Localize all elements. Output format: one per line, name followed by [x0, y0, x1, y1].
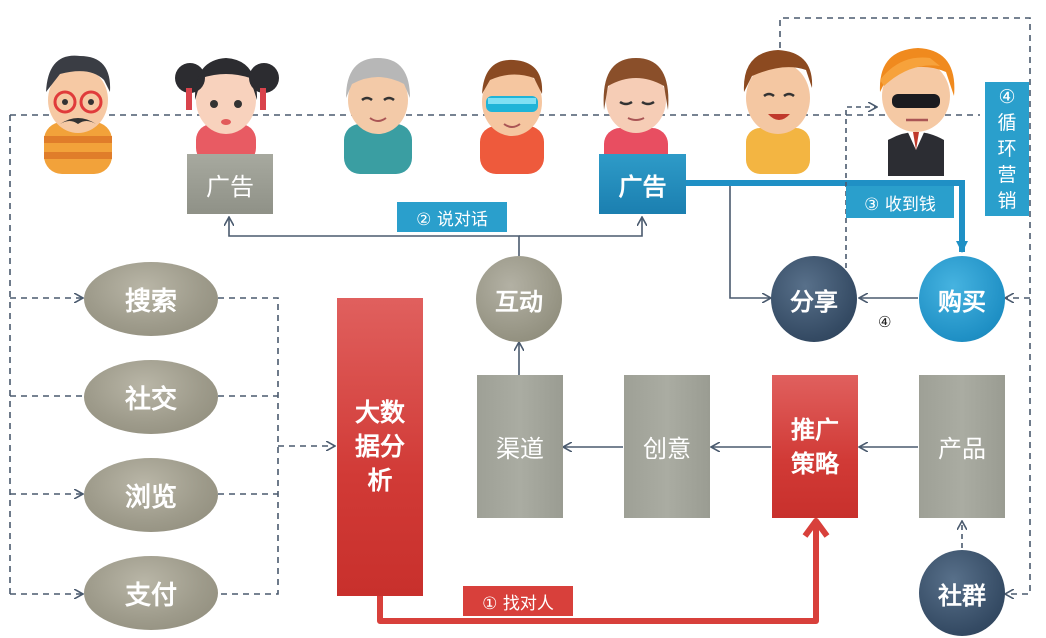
- loop-label-4: 销: [997, 190, 1017, 212]
- find-people-text: ① 找对人: [482, 593, 554, 614]
- creative-box-label: 创意: [643, 435, 691, 463]
- strategy-line-1: 策略: [791, 449, 839, 478]
- channel-search: 搜索: [84, 262, 218, 336]
- buy-label: 购买: [938, 287, 986, 316]
- share-loop-number: ④: [878, 313, 892, 331]
- interaction-circle: 互动: [476, 256, 562, 342]
- find-people-label: ① 找对人: [463, 586, 573, 616]
- old-man-icon: [344, 58, 412, 174]
- strategy-line-0: 推广: [791, 415, 839, 444]
- ad-right-label: 广告: [618, 172, 667, 201]
- community-circle: 社群: [919, 550, 1005, 636]
- buy-circle: 购买: [919, 256, 1005, 342]
- loop-label-2: 环: [997, 138, 1017, 160]
- channel-box: 渠道: [477, 375, 563, 518]
- community-label: 社群: [938, 581, 986, 610]
- channel-browse: 浏览: [84, 458, 218, 532]
- channel-social: 社交: [84, 360, 218, 434]
- interaction-label: 互动: [495, 287, 543, 316]
- money-label: ③ 收到钱: [846, 186, 954, 218]
- ad-box-right: 广告: [599, 154, 686, 214]
- channel-box-label: 渠道: [496, 435, 544, 463]
- mustache-man-icon: [44, 55, 112, 174]
- product-box-label: 产品: [938, 435, 986, 463]
- girl-buns-icon: [175, 58, 279, 164]
- loop-label-0: ④: [998, 86, 1016, 108]
- channel-search-label: 搜索: [124, 286, 177, 317]
- big-data-line-0: 大数: [354, 398, 405, 427]
- share-label: 分享: [790, 287, 838, 316]
- big-data-line-2: 析: [367, 466, 393, 495]
- talk-label-text: ② 说对话: [416, 209, 488, 230]
- loop-marketing-label: ④ 循 环 营 销: [985, 82, 1029, 216]
- sunglasses-boy-icon: [480, 59, 544, 174]
- channel-payment-label: 支付: [124, 580, 177, 611]
- product-box: 产品: [919, 375, 1005, 518]
- loop-label-3: 营: [997, 164, 1017, 186]
- loop-label-1: 循: [997, 112, 1017, 134]
- talk-label: ② 说对话: [397, 202, 507, 232]
- strategy-box: 推广 策略: [772, 375, 858, 518]
- money-label-text: ③ 收到钱: [864, 194, 936, 215]
- ad-box-left: 广告: [187, 154, 273, 214]
- find-people-line: [377, 524, 819, 624]
- ad-left-label: 广告: [206, 172, 254, 201]
- ad-to-buy-line: [686, 180, 968, 253]
- loop-dashed-line: [779, 17, 1031, 594]
- creative-box: 创意: [624, 375, 710, 518]
- big-data-line-1: 据分: [354, 432, 405, 461]
- channel-payment: 支付: [84, 556, 218, 630]
- channel-social-label: 社交: [124, 384, 177, 415]
- share-circle: 分享: [771, 256, 857, 342]
- channel-browse-label: 浏览: [124, 482, 177, 513]
- big-data-box: 大数 据分 析: [337, 298, 423, 596]
- smiling-boy-icon: [743, 50, 813, 174]
- businessman-sunglasses-icon: [879, 48, 955, 176]
